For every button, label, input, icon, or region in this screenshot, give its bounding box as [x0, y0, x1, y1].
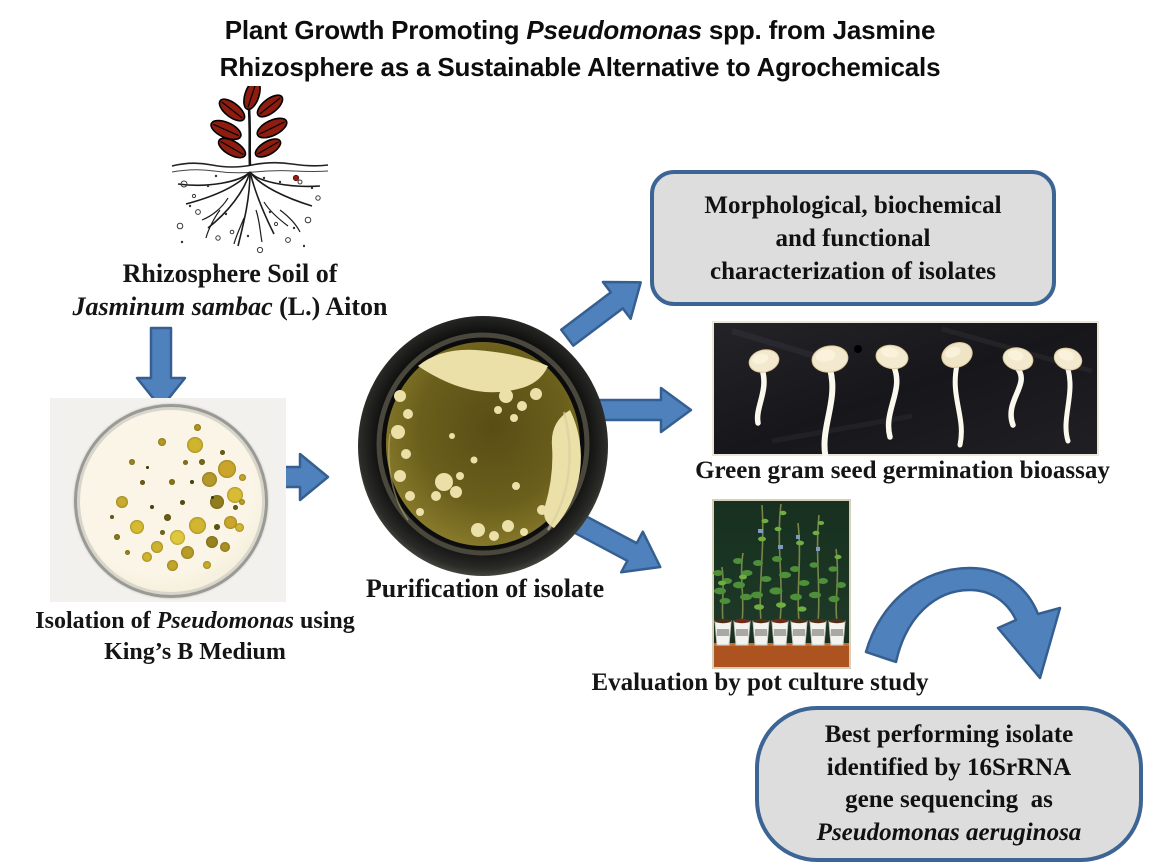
- plant-rhizosphere-illustration: [171, 86, 329, 254]
- bacterial-colony: [203, 561, 211, 569]
- germination-caption: Green gram seed germination bioassay: [695, 457, 1110, 484]
- bacterial-colony: [187, 437, 203, 453]
- germinated-seeds-icon: [714, 323, 1097, 462]
- bacterial-colony: [158, 438, 166, 446]
- result-line-3: gene sequencing as: [845, 786, 1053, 813]
- isolation-label-line-2: King’s B Medium: [104, 639, 286, 666]
- characterization-box: Morphological, biochemical and functiona…: [650, 170, 1056, 306]
- bacterial-colony: [238, 473, 246, 481]
- characterization-line-3: characterization of isolates: [709, 257, 997, 285]
- curved-arrow-icon: [864, 566, 1062, 680]
- bacterial-colony: [116, 496, 128, 508]
- result-line-1: Best performing isolate: [824, 721, 1074, 748]
- result-line-2: identified by 16SrRNA: [826, 753, 1072, 781]
- arrow-down-right-icon: [567, 510, 662, 574]
- characterization-line-2: and functional: [775, 224, 931, 252]
- bacterial-colony: [130, 520, 144, 534]
- bacterial-colony: [169, 529, 185, 545]
- bacterial-colony: [179, 499, 185, 505]
- result-line-4: Pseudomonas aeruginosa: [816, 818, 1082, 846]
- bacterial-colony: [234, 522, 244, 532]
- bacterial-colony: [210, 495, 224, 509]
- bacterial-colony: [110, 515, 114, 519]
- purification-plate-image: [358, 316, 608, 576]
- bacterial-colony: [159, 529, 165, 535]
- bacterial-colony: [214, 524, 220, 530]
- bacterial-colony: [169, 479, 175, 485]
- bacterial-colony: [129, 459, 135, 465]
- pot-culture-image: [712, 499, 851, 669]
- bacterial-colony: [182, 459, 188, 465]
- bacterial-colony: [114, 534, 120, 540]
- title-line-1: Plant Growth Promoting Pseudomonas spp. …: [224, 15, 936, 45]
- bacterial-colony: [220, 542, 230, 552]
- bacterial-colony: [142, 552, 152, 562]
- bacterial-colony: [145, 465, 149, 469]
- bacterial-colony: [188, 516, 206, 534]
- pot-culture-caption: Evaluation by pot culture study: [591, 669, 929, 696]
- rhizosphere-label-line-2: Jasminum sambac (L.) Aiton: [72, 291, 388, 321]
- arrow-down-icon: [135, 326, 187, 410]
- bacterial-colony: [199, 459, 205, 465]
- bacterial-colony: [219, 449, 225, 455]
- purification-label: Purification of isolate: [365, 574, 605, 603]
- bacterial-colony: [193, 423, 201, 431]
- bacterial-colony: [151, 541, 163, 553]
- bacterial-colony: [166, 559, 178, 571]
- bacterial-colony: [239, 499, 245, 505]
- bacterial-colony: [163, 513, 171, 521]
- bacterial-colony: [190, 480, 194, 484]
- bacterial-colony: [223, 515, 237, 529]
- petri-dish-icon: [74, 404, 268, 598]
- bacterial-colony: [124, 549, 130, 555]
- isolation-label: Isolation of Pseudomonas using King’s B …: [5, 606, 385, 668]
- title-line-2: Rhizosphere as a Sustainable Alternative…: [219, 51, 941, 82]
- arrow-up-right-icon: [559, 280, 642, 347]
- bacterial-colony: [232, 504, 238, 510]
- rhizosphere-label: Rhizosphere Soil of Jasminum sambac (L.)…: [30, 258, 430, 323]
- rhizosphere-label-line-1: Rhizosphere Soil of: [122, 259, 338, 288]
- bacterial-colony: [139, 479, 145, 485]
- soil-red-speck: [292, 174, 300, 182]
- pot-plants-icon: [712, 499, 851, 669]
- bacterial-colony: [218, 460, 236, 478]
- bacterial-colony: [201, 471, 217, 487]
- isolation-label-line-1: Isolation of Pseudomonas using: [35, 608, 355, 634]
- result-box: Best performing isolate identified by 16…: [755, 706, 1143, 862]
- arrow-right-2-icon: [597, 386, 693, 434]
- bacterial-colony: [150, 505, 154, 509]
- bacterial-colony: [210, 495, 214, 499]
- seed-germination-image: [712, 321, 1099, 462]
- isolation-plate-image: [50, 398, 286, 602]
- page-title: Plant Growth Promoting Pseudomonas spp. …: [140, 12, 1020, 86]
- characterization-line-1: Morphological, biochemical: [704, 191, 1002, 219]
- bacterial-colony: [180, 545, 194, 559]
- bacterial-colony: [206, 536, 218, 548]
